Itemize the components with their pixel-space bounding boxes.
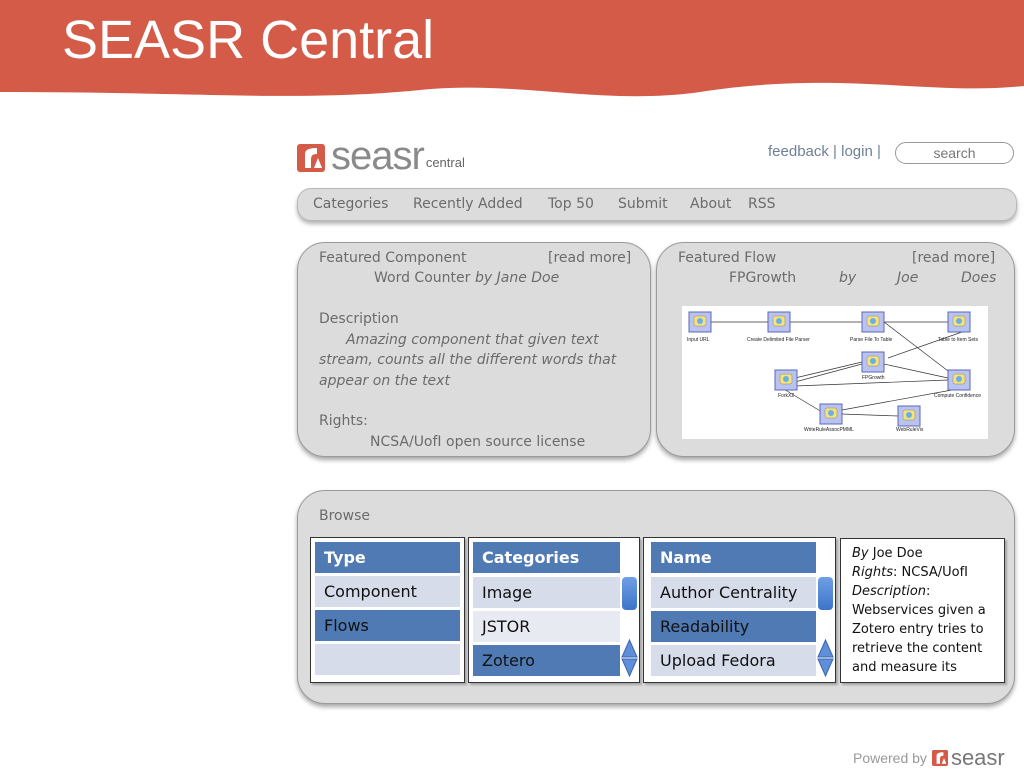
powered-by-footer: Powered by seasr: [853, 745, 1005, 770]
slide-title: SEASR Central: [62, 10, 435, 70]
nav-about[interactable]: About: [690, 196, 732, 212]
list-item[interactable]: Component: [315, 576, 460, 607]
list-item[interactable]: Zotero: [473, 645, 620, 676]
seasr-footer-logo-icon: [931, 750, 948, 766]
names-list-header: Name: [651, 542, 816, 573]
flow-author-by: by: [839, 270, 857, 286]
by-value: Joe Doe: [868, 546, 923, 561]
nav-rss[interactable]: RSS: [748, 196, 776, 212]
flow-node-label: Parse File To Table: [850, 337, 893, 343]
description-line: Zotero entry tries to: [852, 622, 984, 637]
link-separator: |: [828, 143, 842, 160]
logo-wordmark: seasr: [331, 134, 425, 178]
title-banner: [0, 0, 1024, 110]
flow-node-label: Create Delimited File Parser: [747, 337, 810, 343]
component-read-more-link[interactable]: [read more]: [548, 250, 632, 266]
flow-node-label: Compute Confidence: [934, 393, 981, 399]
description-line: Amazing component that given text: [346, 332, 599, 348]
flow-node-label: FPGrowth: [862, 375, 885, 381]
list-item[interactable]: [315, 644, 460, 675]
flow-read-more-link[interactable]: [read more]: [912, 250, 996, 266]
item-detail-box: By Joe Doe Rights: NCSA/UofI Description…: [840, 538, 1005, 683]
footer-wordmark: seasr: [950, 745, 1005, 770]
categories-scroll-arrows-icon[interactable]: [621, 638, 638, 678]
nav-submit[interactable]: Submit: [618, 196, 668, 212]
nav-categories[interactable]: Categories: [313, 196, 389, 212]
description-label: Description: [852, 584, 927, 599]
categories-scrollbar-thumb[interactable]: [622, 577, 637, 610]
flow-node-label: WebRuleVis: [896, 427, 924, 433]
flow-node-label: WriteRuleAssocPMML: [804, 427, 854, 433]
list-item[interactable]: Readability: [651, 611, 816, 642]
names-scroll-arrows-icon[interactable]: [817, 638, 834, 678]
feedback-link[interactable]: feedback: [768, 143, 829, 160]
rights-label: Rights: [852, 565, 894, 580]
browse-label: Browse: [319, 508, 370, 524]
seasr-logo[interactable]: seasr central: [297, 134, 465, 178]
top-links: feedback | login |: [768, 143, 881, 160]
rights-value: : NCSA/UofI: [893, 565, 968, 580]
main-nav: Categories Recently Added Top 50 Submit …: [297, 188, 1017, 221]
flow-node-label: ForkX2: [778, 393, 794, 399]
categories-list: Categories Image JSTOR Zotero: [468, 537, 640, 683]
rights-label: Rights:: [319, 413, 368, 429]
categories-list-header: Categories: [473, 542, 620, 573]
nav-top-50[interactable]: Top 50: [548, 196, 594, 212]
description-line: stream, counts all the different words t…: [319, 352, 617, 368]
component-name[interactable]: Word Counter: [374, 270, 471, 286]
list-item[interactable]: JSTOR: [473, 611, 620, 642]
flow-name[interactable]: FPGrowth: [729, 270, 797, 286]
featured-flow-heading: Featured Flow: [678, 250, 777, 266]
link-separator: |: [872, 143, 881, 160]
list-item[interactable]: Flows: [315, 610, 460, 641]
description-line: Webservices given a: [852, 603, 986, 618]
list-item[interactable]: Upload Fedora: [651, 645, 816, 676]
description-line: appear on the text: [319, 373, 450, 389]
list-item[interactable]: Author Centrality: [651, 577, 816, 608]
featured-flow-panel: Featured Flow [read more] FPGrowth by Jo…: [656, 242, 1015, 457]
logo-subtitle: central: [425, 155, 465, 170]
description-label: Description: [319, 311, 399, 327]
powered-by-text: Powered by: [853, 750, 927, 766]
nav-recently-added[interactable]: Recently Added: [413, 196, 523, 212]
flow-diagram[interactable]: Input URL Create Delimited File Parser P…: [682, 306, 988, 439]
seasr-logo-mark-icon: [297, 144, 325, 172]
login-link[interactable]: login: [841, 143, 873, 160]
list-item[interactable]: Image: [473, 577, 620, 608]
description-line: retrieve the content: [852, 641, 983, 656]
flow-author-first: Joe: [897, 270, 919, 286]
flow-node-label: Input URL: [687, 337, 710, 343]
names-scrollbar-thumb[interactable]: [818, 577, 833, 610]
flow-node-label: Table to Item Sets: [938, 337, 979, 343]
rights-value: NCSA/UofI open source license: [370, 434, 586, 450]
featured-component-heading: Featured Component: [319, 250, 467, 266]
search-input[interactable]: [895, 142, 1014, 164]
type-list-header: Type: [315, 542, 460, 573]
component-author: by Jane Doe: [475, 270, 560, 286]
by-label: By: [852, 546, 869, 561]
description-line: and measure its: [852, 660, 957, 675]
featured-component-panel: Featured Component [read more] Word Coun…: [297, 242, 651, 457]
names-list: Name Author Centrality Readability Uploa…: [643, 537, 836, 683]
description-colon: :: [926, 584, 931, 599]
flow-author-last: Does: [961, 270, 997, 286]
type-list: Type Component Flows: [310, 537, 465, 683]
